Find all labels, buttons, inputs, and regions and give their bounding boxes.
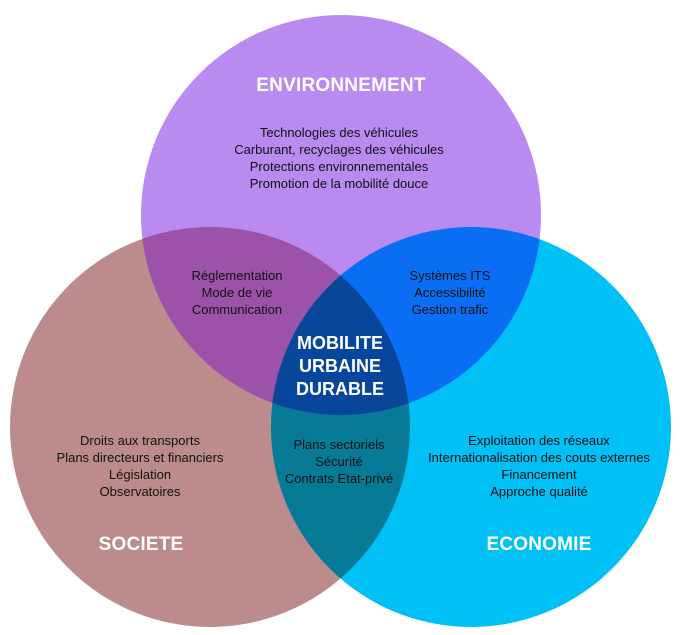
soc-eco-item: Contrats Etat-privé — [284, 471, 394, 486]
env-soc-item: Communication — [191, 302, 283, 317]
env-eco-item: Accessibilité — [414, 285, 486, 300]
environnement-items: Technologies des véhicules Carburant, re… — [234, 124, 444, 192]
env-eco-items: Systèmes ITS Accessibilité Gestion trafi… — [410, 267, 491, 318]
societe-item: Observatoires — [99, 484, 181, 499]
env-soc-item: Réglementation — [191, 268, 283, 283]
env-soc-item: Mode de vie — [201, 285, 273, 300]
economie-item: Exploitation des réseaux — [468, 433, 610, 448]
environnement-title: ENVIRONNEMENT — [256, 75, 426, 96]
center-overlap — [271, 227, 410, 415]
societe-title: SOCIETE — [98, 534, 184, 555]
center-line: DURABLE — [296, 379, 384, 399]
env-soc-items: Réglementation Mode de vie Communication — [191, 267, 282, 318]
economie-items: Exploitation des réseaux Internationalis… — [428, 432, 650, 500]
env-eco-item: Gestion trafic — [411, 302, 489, 317]
soc-eco-item: Sécurité — [315, 454, 363, 469]
economie-item: Approche qualité — [490, 484, 588, 499]
environnement-item: Promotion de la mobilité douce — [249, 176, 429, 191]
center-title: MOBILITE URBAINE DURABLE — [296, 332, 384, 401]
societe-item: Plans directeurs et financiers — [56, 450, 224, 465]
economie-item: Financement — [501, 467, 577, 482]
societe-item: Législation — [108, 467, 172, 482]
economie-item: Internationalisation des couts externes — [428, 450, 650, 465]
environnement-item: Protections environnementales — [249, 159, 429, 174]
soc-eco-items: Plans sectoriels Sécurité Contrats Etat-… — [285, 436, 393, 487]
societe-items: Droits aux transports Plans directeurs e… — [57, 432, 224, 500]
societe-item: Droits aux transports — [80, 433, 200, 448]
environnement-item: Technologies des véhicules — [259, 125, 419, 140]
economie-title: ECONOMIE — [486, 534, 592, 555]
env-eco-item: Systèmes ITS — [409, 268, 491, 283]
environnement-item: Carburant, recyclages des véhicules — [234, 142, 444, 157]
center-line: MOBILITE — [297, 333, 383, 353]
soc-eco-item: Plans sectoriels — [293, 437, 385, 452]
center-line: URBAINE — [298, 356, 381, 376]
